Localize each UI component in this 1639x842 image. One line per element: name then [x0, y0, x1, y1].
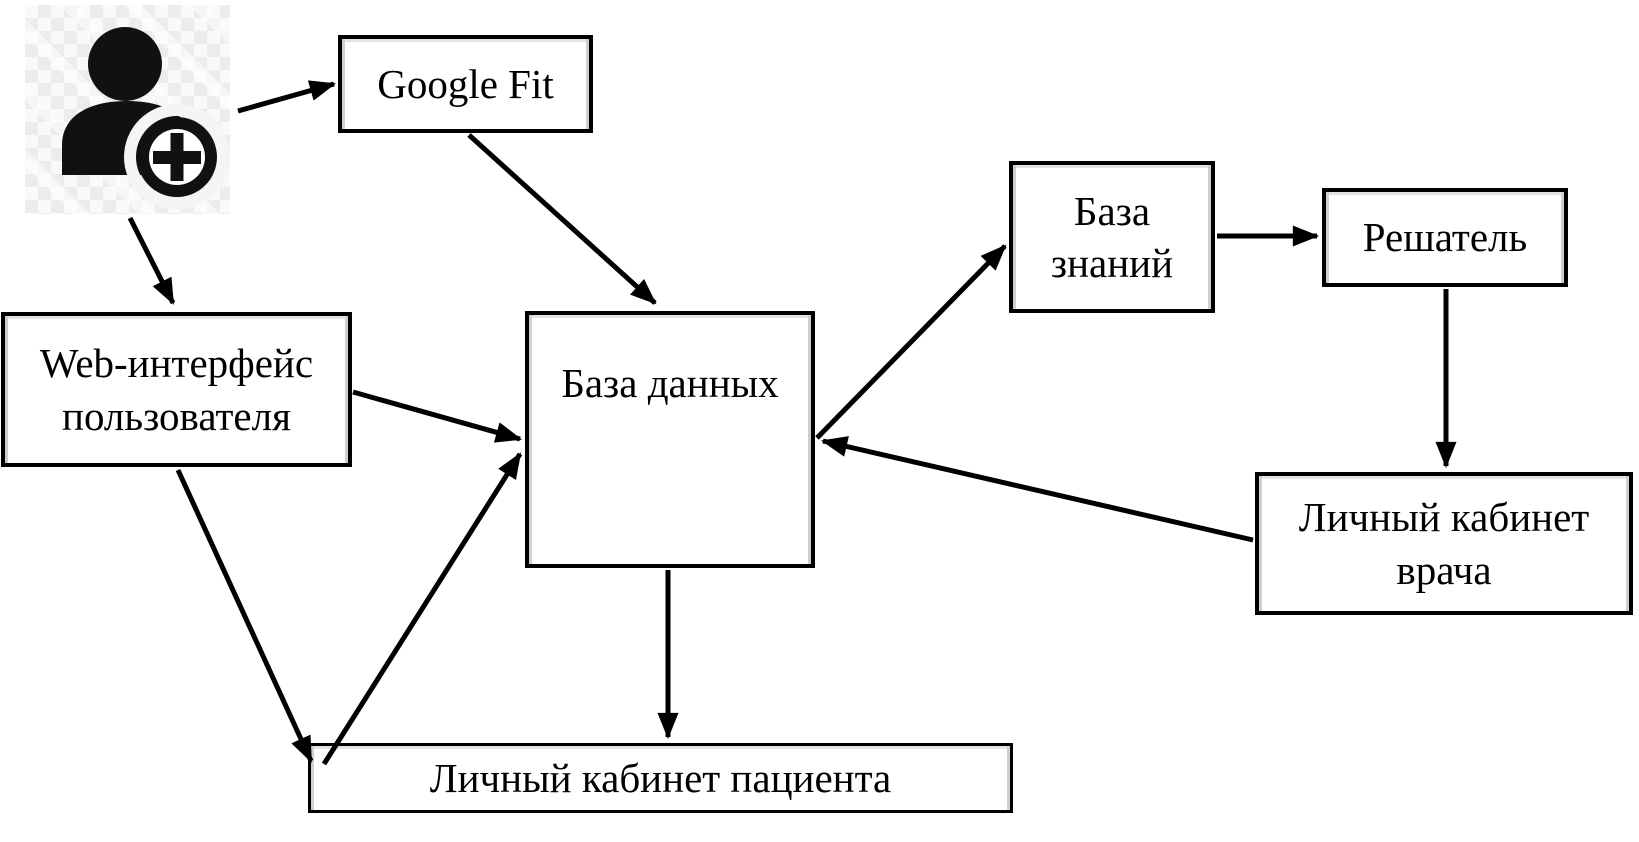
add-user-icon — [25, 5, 230, 214]
node-google-fit-label: Google Fit — [377, 60, 554, 107]
node-doctor-cabinet: Личный кабинет врача — [1255, 472, 1633, 615]
add-user-icon-graphic — [62, 27, 230, 210]
node-solver: Решатель — [1322, 188, 1568, 287]
edge-doctor-cabinet-to-database — [820, 436, 1254, 543]
edge-user-to-web-interface — [127, 216, 176, 305]
edge-patient-cabinet-to-database — [321, 452, 523, 766]
edge-web-interface-to-database — [352, 389, 523, 443]
node-google-fit: Google Fit — [338, 35, 593, 133]
node-knowledge-base-label: База знаний — [1050, 187, 1174, 286]
node-knowledge-base: База знаний — [1009, 161, 1215, 313]
node-doctor-cabinet-label: Личный кабинет врача — [1298, 494, 1590, 593]
node-database-label: База данных — [561, 360, 779, 406]
node-patient-cabinet: Личный кабинет пациента — [308, 743, 1013, 813]
edge-web-interface-to-patient-cabinet — [175, 468, 314, 763]
edge-google-fit-to-database — [467, 133, 657, 305]
node-patient-cabinet-label: Личный кабинет пациента — [429, 754, 892, 801]
edge-database-to-knowledge-base — [815, 244, 1007, 440]
node-web-interface-label: Web-интерфейс пользователя — [39, 340, 314, 439]
node-web-interface: Web-интерфейс пользователя — [1, 312, 352, 467]
node-database: База данных — [525, 311, 815, 568]
edge-user-to-google-fit — [237, 80, 337, 114]
node-solver-label: Решатель — [1362, 214, 1528, 261]
